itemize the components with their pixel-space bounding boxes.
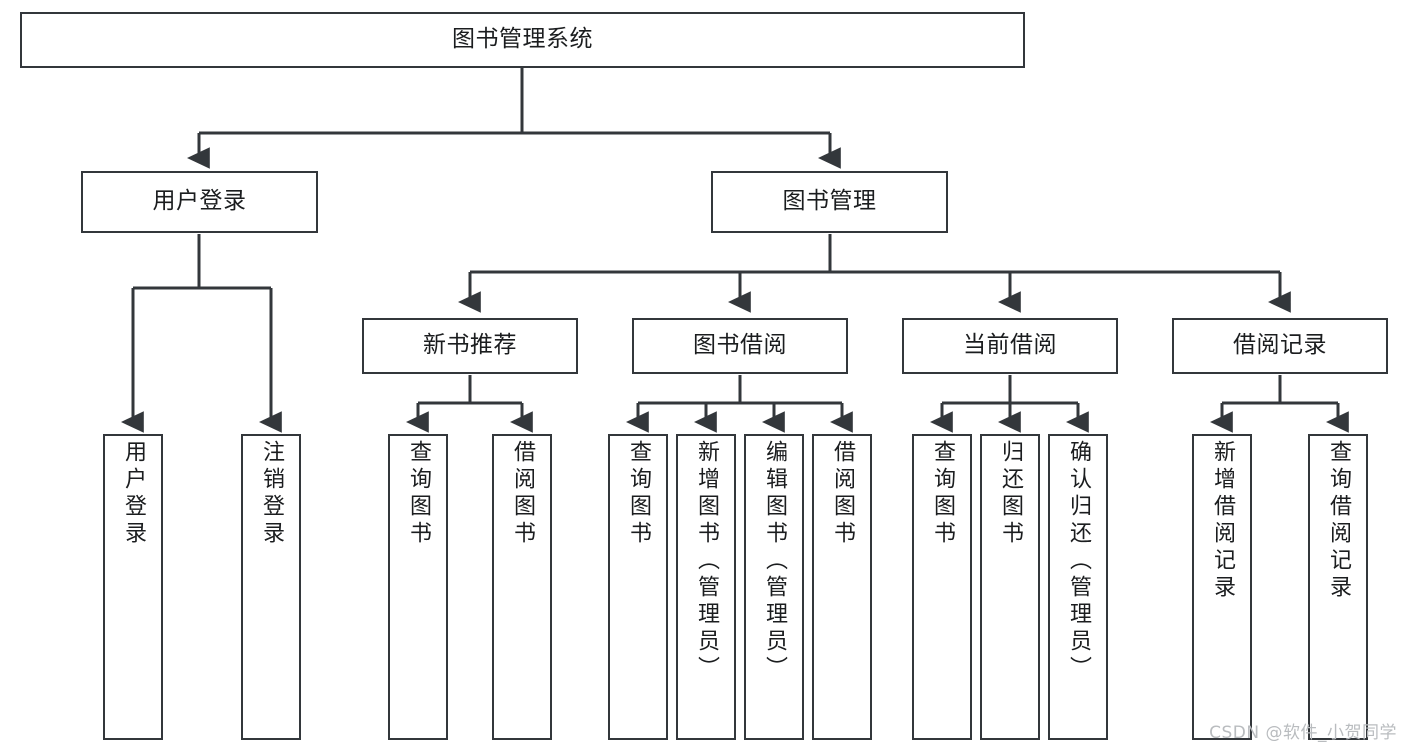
node-leaf-add-book[interactable]: 新增图书（管理员） xyxy=(676,434,736,740)
node-leaf-borrow-book-2[interactable]: 借阅图书 xyxy=(812,434,872,740)
node-leaf-logout[interactable]: 注销登录 xyxy=(241,434,301,740)
node-user-login[interactable]: 用户登录 xyxy=(81,171,318,233)
node-leaf-query-book-3[interactable]: 查询图书 xyxy=(912,434,972,740)
node-root[interactable]: 图书管理系统 xyxy=(20,12,1025,68)
node-leaf-query-book-2[interactable]: 查询图书 xyxy=(608,434,668,740)
node-book-manage-label: 图书管理 xyxy=(782,188,877,215)
node-leaf-query-book-1-label: 查询图书 xyxy=(406,440,431,548)
node-root-label: 图书管理系统 xyxy=(452,26,593,53)
node-leaf-borrow-book-1-label: 借阅图书 xyxy=(510,440,535,548)
node-leaf-edit-book[interactable]: 编辑图书（管理员） xyxy=(744,434,804,740)
node-leaf-confirm-return-label: 确认归还（管理员） xyxy=(1066,440,1091,683)
node-leaf-add-record[interactable]: 新增借阅记录 xyxy=(1192,434,1252,740)
node-current-borrow-label: 当前借阅 xyxy=(963,332,1057,359)
node-leaf-add-book-label: 新增图书（管理员） xyxy=(694,440,719,683)
node-book-manage[interactable]: 图书管理 xyxy=(711,171,948,233)
node-leaf-borrow-book-1[interactable]: 借阅图书 xyxy=(492,434,552,740)
node-leaf-query-book-1[interactable]: 查询图书 xyxy=(388,434,448,740)
node-book-borrow[interactable]: 图书借阅 xyxy=(632,318,848,374)
node-leaf-query-book-2-label: 查询图书 xyxy=(626,440,651,548)
node-borrow-record[interactable]: 借阅记录 xyxy=(1172,318,1388,374)
watermark-text: CSDN @软件_小贺同学 xyxy=(1209,723,1397,743)
node-leaf-confirm-return[interactable]: 确认归还（管理员） xyxy=(1048,434,1108,740)
node-leaf-query-book-3-label: 查询图书 xyxy=(930,440,955,548)
node-leaf-add-record-label: 新增借阅记录 xyxy=(1210,440,1235,602)
node-borrow-record-label: 借阅记录 xyxy=(1233,332,1327,359)
node-leaf-user-login[interactable]: 用户登录 xyxy=(103,434,163,740)
node-leaf-borrow-book-2-label: 借阅图书 xyxy=(830,440,855,548)
node-leaf-edit-book-label: 编辑图书（管理员） xyxy=(762,440,787,683)
node-leaf-return-book[interactable]: 归还图书 xyxy=(980,434,1040,740)
node-current-borrow[interactable]: 当前借阅 xyxy=(902,318,1118,374)
node-leaf-user-login-label: 用户登录 xyxy=(121,440,146,548)
node-new-book-rec[interactable]: 新书推荐 xyxy=(362,318,578,374)
node-new-book-rec-label: 新书推荐 xyxy=(423,332,517,359)
node-leaf-query-record[interactable]: 查询借阅记录 xyxy=(1308,434,1368,740)
node-book-borrow-label: 图书借阅 xyxy=(693,332,787,359)
node-leaf-return-book-label: 归还图书 xyxy=(998,440,1023,548)
node-user-login-label: 用户登录 xyxy=(152,188,247,215)
node-leaf-logout-label: 注销登录 xyxy=(259,440,284,548)
node-leaf-query-record-label: 查询借阅记录 xyxy=(1326,440,1351,602)
